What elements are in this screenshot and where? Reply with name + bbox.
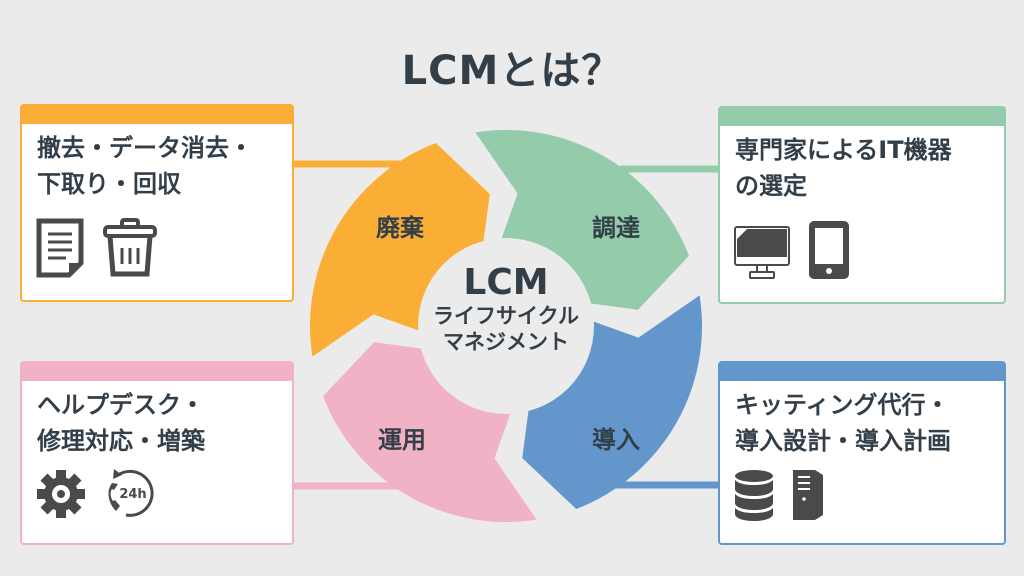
card-header-bar xyxy=(720,363,1004,381)
center-subtitle-line1: ライフサイクル xyxy=(433,304,579,328)
card-procurement-line2: の選定 xyxy=(735,172,807,200)
segment-label-procurement: 調達 xyxy=(592,214,640,242)
segment-label-introduction: 導入 xyxy=(592,426,640,454)
center-label: LCM ライフサイクル マネジメント xyxy=(416,262,596,355)
center-subtitle-line2: マネジメント xyxy=(443,330,569,354)
card-procurement: 専門家によるIT機器 の選定 xyxy=(718,106,1006,304)
gear-icon xyxy=(36,469,86,523)
card-disposal: 撤去・データ消去・ 下取り・回収 xyxy=(20,104,294,302)
center-circle xyxy=(418,238,594,414)
segment-procurement xyxy=(475,130,689,310)
card-introduction-line2: 導入設計・導入計画 xyxy=(735,427,951,455)
segment-operation xyxy=(323,342,537,522)
phone-24h-icon: 24h xyxy=(104,467,156,523)
card-introduction: キッティング代行・ 導入設計・導入計画 xyxy=(718,361,1006,545)
monitor-icon xyxy=(734,226,790,284)
segment-label-disposal: 廃棄 xyxy=(376,214,424,242)
card-procurement-line1: 専門家によるIT機器 xyxy=(735,136,952,164)
smartphone-icon xyxy=(808,220,850,284)
page-title: LCMとは？ xyxy=(401,48,623,94)
segment-label-operation: 運用 xyxy=(378,426,426,454)
card-operation: ヘルプデスク・ 修理対応・増築 24h xyxy=(20,361,294,545)
segment-introduction xyxy=(522,295,702,509)
card-disposal-line2: 下取り・回収 xyxy=(37,170,181,198)
card-header-bar xyxy=(22,106,292,124)
icon-24h-text: 24h xyxy=(119,487,146,502)
document-icon xyxy=(36,218,84,282)
card-disposal-line1: 撤去・データ消去・ xyxy=(37,134,253,162)
database-icon xyxy=(734,469,774,525)
center-title: LCM xyxy=(463,262,549,303)
segment-disposal xyxy=(310,143,490,357)
trash-icon xyxy=(102,218,158,282)
card-header-bar xyxy=(720,108,1004,126)
card-operation-line1: ヘルプデスク・ xyxy=(37,391,205,419)
card-introduction-line1: キッティング代行・ xyxy=(735,391,950,419)
server-tower-icon xyxy=(792,469,824,525)
card-operation-line2: 修理対応・増築 xyxy=(37,427,205,455)
card-header-bar xyxy=(22,363,292,381)
